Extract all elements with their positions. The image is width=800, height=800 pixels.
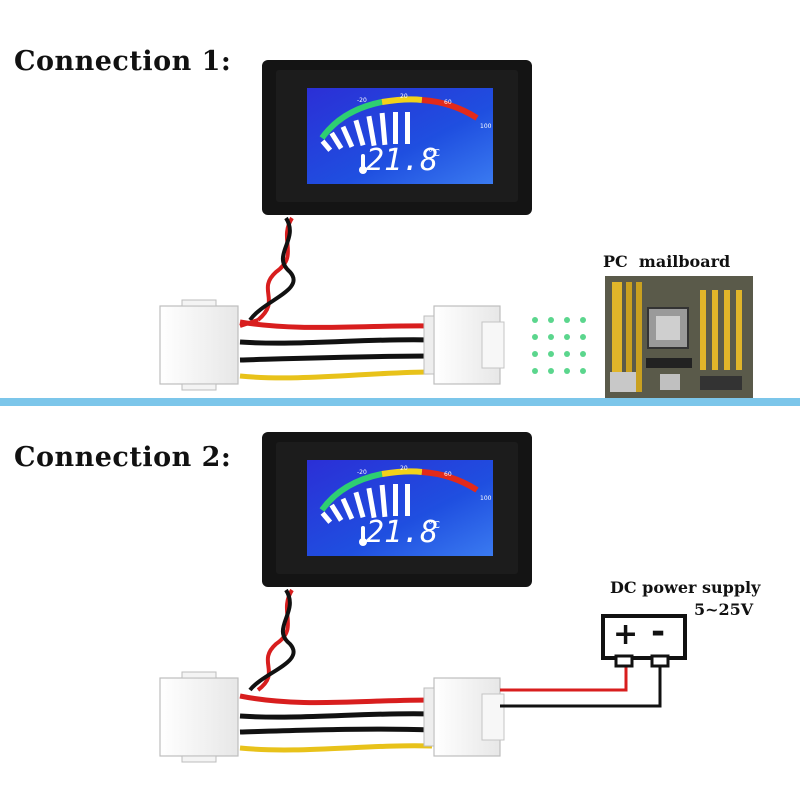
section-divider [0, 398, 800, 406]
molex-connector-left-2 [159, 671, 239, 763]
connection-1-diagram [159, 60, 753, 398]
motherboard-label: PC mailboard [603, 252, 731, 271]
molex-connector-right-2 [423, 677, 505, 757]
dc-supply-label-line1: DC power supply [610, 578, 761, 597]
temperature-meter-2 [262, 432, 532, 587]
dc-supply-label-line2: 5~25V [694, 600, 754, 619]
sensor-cable-2 [248, 588, 296, 692]
molex-wires-1 [239, 319, 433, 381]
lcd-unit-2: °C [428, 520, 440, 531]
minus-symbol: - [651, 612, 666, 652]
connection-1-title: Connection 1: [14, 46, 232, 77]
lcd-unit-1: °C [428, 148, 440, 159]
temperature-meter-1 [262, 60, 532, 215]
plus-symbol: + [613, 617, 639, 652]
molex-connector-left-1 [159, 299, 239, 391]
connection-2-title: Connection 2: [14, 442, 232, 473]
sensor-cable-1 [239, 216, 296, 328]
motherboard-image [605, 276, 753, 398]
lcd-reading-2: 21.8 [366, 515, 439, 550]
connection-dots [532, 317, 586, 374]
connection-2-diagram [159, 432, 687, 763]
power-wires [500, 664, 662, 708]
lcd-reading-1: 21.8 [366, 143, 439, 178]
dc-power-supply [601, 614, 687, 668]
molex-wires-2 [239, 693, 433, 753]
molex-connector-right-1 [423, 305, 505, 385]
